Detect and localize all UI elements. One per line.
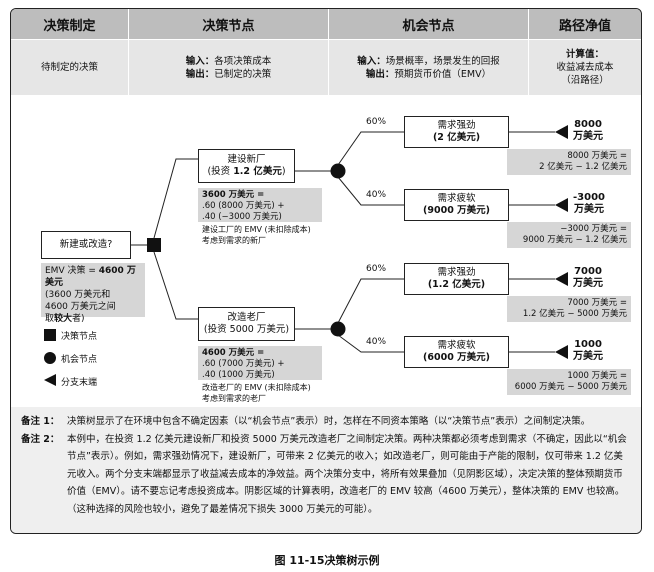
prob-label: 40% — [366, 337, 387, 347]
legend-square-icon — [44, 329, 56, 341]
outcome-box: 需求疲软(9000 万美元) — [404, 189, 509, 221]
chance-node-upgrade — [330, 321, 346, 337]
tree-connectors — [44, 125, 568, 386]
subheader-path-value: 计算值： 收益减去成本 （沿路径） — [529, 40, 641, 95]
figure-caption: 图 11-15决策树示例 — [274, 554, 380, 567]
build-new-plant-box: 建设新厂 (投资 1.2 亿美元) — [198, 149, 295, 183]
legend-end-label: 分支末端 — [61, 378, 98, 388]
upgrade-emv-note: 改造老厂的 EMV (未扣除成本) 考虑到需求的老厂 — [202, 383, 311, 403]
upgrade-emv-calc: 4600 万美元 = .60 (7000 万美元) + .40 (1000 万美… — [198, 346, 322, 380]
chance-node-new — [330, 163, 346, 179]
subheader-decision-making: 待制定的决策 — [11, 40, 129, 95]
outcome-box: 需求强劲(2 亿美元) — [404, 116, 509, 148]
path-value-calc: −3000 万美元 =9000 万美元 − 1.2 亿美元 — [507, 222, 631, 248]
header-path-value: 路径净值 — [529, 9, 641, 39]
header-chance-node: 机会节点 — [329, 9, 529, 39]
path-value-calc: 7000 万美元 =1.2 亿美元 − 5000 万美元 — [507, 296, 631, 322]
path-value-calc: 1000 万美元 =6000 万美元 − 5000 万美元 — [507, 369, 631, 395]
decision-tree-figure: 决策制定 决策节点 机会节点 路径净值 待制定的决策 输入：各项决策成本 输出：… — [10, 8, 642, 534]
tree-area: 新建或改造? EMV 决策 = 4600 万美元 (3600 万美元和 4600… — [11, 97, 641, 405]
note-2: 备注 2：本例中，在投资 1.2 亿美元建设新厂和投资 5000 万美元改造老厂… — [21, 433, 627, 515]
branch-end-3 — [555, 272, 568, 286]
branch-end-1 — [555, 125, 568, 139]
legend-circle-icon — [44, 352, 56, 364]
branch-end-2 — [555, 198, 568, 212]
decision-node-square — [147, 238, 161, 252]
root-emv-calc: EMV 决策 = 4600 万美元 (3600 万美元和 4600 万美元之间 … — [41, 263, 145, 324]
legend-triangle-icon — [44, 374, 56, 386]
prob-label: 60% — [366, 117, 387, 127]
prob-label: 40% — [366, 190, 387, 200]
legend-decision-label: 决策节点 — [61, 332, 98, 342]
legend-chance-label: 机会节点 — [61, 355, 98, 365]
header-decision-node: 决策节点 — [129, 9, 329, 39]
branch-end-4 — [555, 345, 568, 359]
path-value-calc: 8000 万美元 =2 亿美元 − 1.2 亿美元 — [507, 149, 631, 175]
note-1: 备注 1：决策树显示了在环境中包含不确定因素（以“机会节点”表示）时，怎样在不同… — [21, 416, 591, 427]
outcome-box: 需求疲软(6000 万美元) — [404, 336, 509, 368]
subheader-decision-node: 输入：各项决策成本 输出：已制定的决策 — [129, 40, 329, 95]
root-question-box: 新建或改造? — [41, 231, 131, 259]
notes-section: 备注 1：决策树显示了在环境中包含不确定因素（以“机会节点”表示）时，怎样在不同… — [11, 407, 641, 533]
upgrade-plant-box: 改造老厂 (投资 5000 万美元) — [198, 307, 295, 341]
new-plant-emv-calc: 3600 万美元 = .60 (8000 万美元) + .40 (−3000 万… — [198, 188, 322, 222]
new-plant-emv-note: 建设工厂的 EMV (未扣除成本) 考虑到需求的新厂 — [202, 225, 311, 245]
header-decision-making: 决策制定 — [11, 9, 129, 39]
outcome-box: 需求强劲(1.2 亿美元) — [404, 263, 509, 295]
prob-label: 60% — [366, 264, 387, 274]
subheader-chance-node: 输入：场景概率，场景发生的回报 输出：预期货币价值（EMV） — [329, 40, 529, 95]
